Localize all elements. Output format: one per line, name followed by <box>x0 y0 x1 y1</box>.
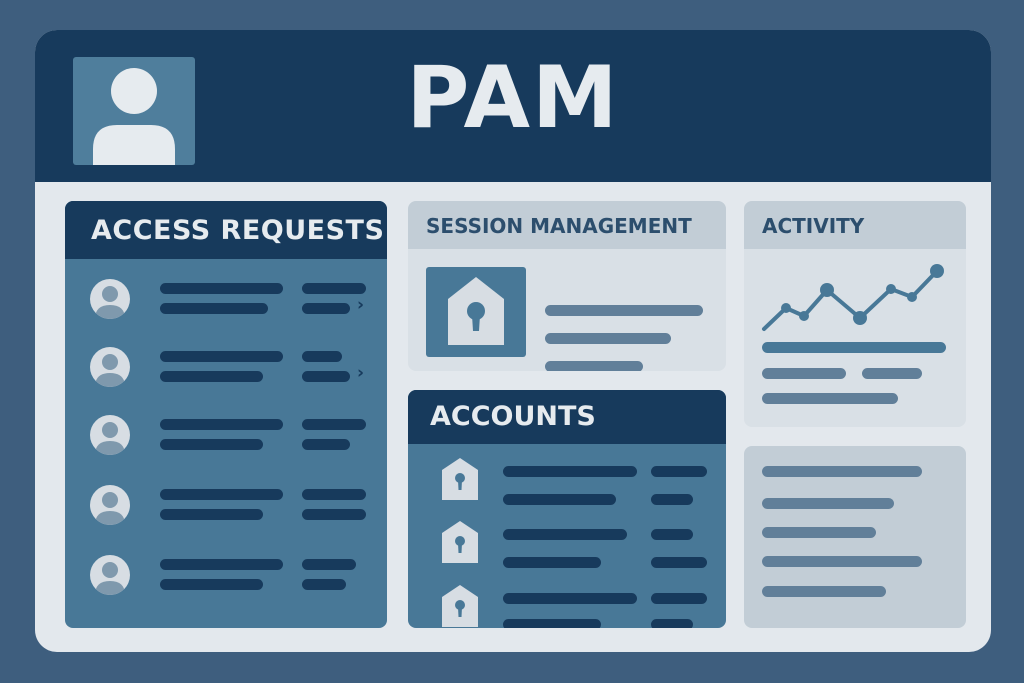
detail-line-placeholder <box>762 556 922 567</box>
account-detail-placeholder <box>503 494 616 505</box>
user-avatar-icon <box>90 347 130 387</box>
activity-panel: ACTIVITY <box>744 201 966 427</box>
detail-line-placeholder <box>762 498 894 509</box>
line-chart-icon <box>762 264 944 331</box>
lock-icon <box>448 277 504 345</box>
session-management-header: SESSION MANAGEMENT <box>408 201 726 249</box>
request-detail-placeholder <box>160 303 268 314</box>
request-meta-placeholder <box>302 509 366 520</box>
user-avatar-icon <box>90 485 130 525</box>
accounts-panel: ACCOUNTS <box>408 390 726 628</box>
request-name-placeholder <box>160 419 283 430</box>
account-name-placeholder <box>503 593 637 604</box>
detail-line-placeholder <box>762 466 922 477</box>
chevron-right-icon[interactable]: › <box>357 295 365 315</box>
access-request-row[interactable] <box>65 415 387 479</box>
detail-line-placeholder <box>762 527 876 538</box>
account-status-placeholder <box>651 466 707 477</box>
session-name-placeholder <box>545 305 703 316</box>
account-detail-placeholder <box>503 619 601 628</box>
request-name-placeholder <box>160 489 283 500</box>
chevron-right-icon[interactable]: › <box>357 363 365 383</box>
lock-icon <box>442 521 478 563</box>
request-detail-placeholder <box>160 509 263 520</box>
detail-line-placeholder <box>762 586 886 597</box>
access-request-row[interactable]: › <box>65 347 387 411</box>
account-meta-placeholder <box>651 619 693 628</box>
account-name-placeholder <box>503 466 637 477</box>
activity-header: ACTIVITY <box>744 201 966 249</box>
account-name-placeholder <box>503 529 627 540</box>
access-requests-panel: ACCESS REQUESTS › › <box>65 201 387 628</box>
account-detail-placeholder <box>503 557 601 568</box>
activity-title: ACTIVITY <box>762 214 865 238</box>
access-request-row[interactable]: › <box>65 279 387 343</box>
activity-detail-placeholder <box>762 393 898 404</box>
request-detail-placeholder <box>160 371 263 382</box>
request-name-placeholder <box>160 283 283 294</box>
session-management-title: SESSION MANAGEMENT <box>426 214 692 238</box>
lock-icon <box>442 585 478 627</box>
details-panel <box>744 446 966 628</box>
account-meta-placeholder <box>651 557 707 568</box>
request-meta-placeholder <box>302 579 346 590</box>
access-request-row[interactable] <box>65 555 387 619</box>
session-detail-placeholder <box>545 333 671 344</box>
request-status-placeholder <box>302 559 356 570</box>
pam-dashboard-window: PAM ACCESS REQUESTS › › <box>35 30 991 652</box>
header: PAM <box>35 30 991 182</box>
access-request-row[interactable] <box>65 485 387 549</box>
user-avatar-icon <box>90 555 130 595</box>
request-meta-placeholder <box>302 303 350 314</box>
activity-progress-bar <box>762 342 946 353</box>
request-status-placeholder <box>302 419 366 430</box>
request-detail-placeholder <box>160 579 263 590</box>
accounts-header: ACCOUNTS <box>408 390 726 444</box>
lock-icon <box>442 458 478 500</box>
session-meta-placeholder <box>545 361 643 371</box>
access-requests-header: ACCESS REQUESTS <box>65 201 387 259</box>
activity-metric-placeholder <box>862 368 922 379</box>
user-avatar-icon <box>90 415 130 455</box>
activity-metric-placeholder <box>762 368 846 379</box>
access-requests-title: ACCESS REQUESTS <box>91 215 385 246</box>
user-avatar-icon <box>93 68 175 165</box>
app-title: PAM <box>406 48 620 148</box>
request-name-placeholder <box>160 351 283 362</box>
session-lock-button[interactable] <box>426 267 526 357</box>
profile-avatar-button[interactable] <box>73 57 195 165</box>
request-name-placeholder <box>160 559 283 570</box>
user-avatar-icon <box>90 279 130 319</box>
session-management-panel: SESSION MANAGEMENT <box>408 201 726 371</box>
account-status-placeholder <box>651 529 693 540</box>
request-status-placeholder <box>302 489 366 500</box>
accounts-title: ACCOUNTS <box>430 401 596 432</box>
request-meta-placeholder <box>302 371 350 382</box>
request-status-placeholder <box>302 351 342 362</box>
account-meta-placeholder <box>651 494 693 505</box>
request-detail-placeholder <box>160 439 263 450</box>
request-meta-placeholder <box>302 439 350 450</box>
account-status-placeholder <box>651 593 707 604</box>
request-status-placeholder <box>302 283 366 294</box>
